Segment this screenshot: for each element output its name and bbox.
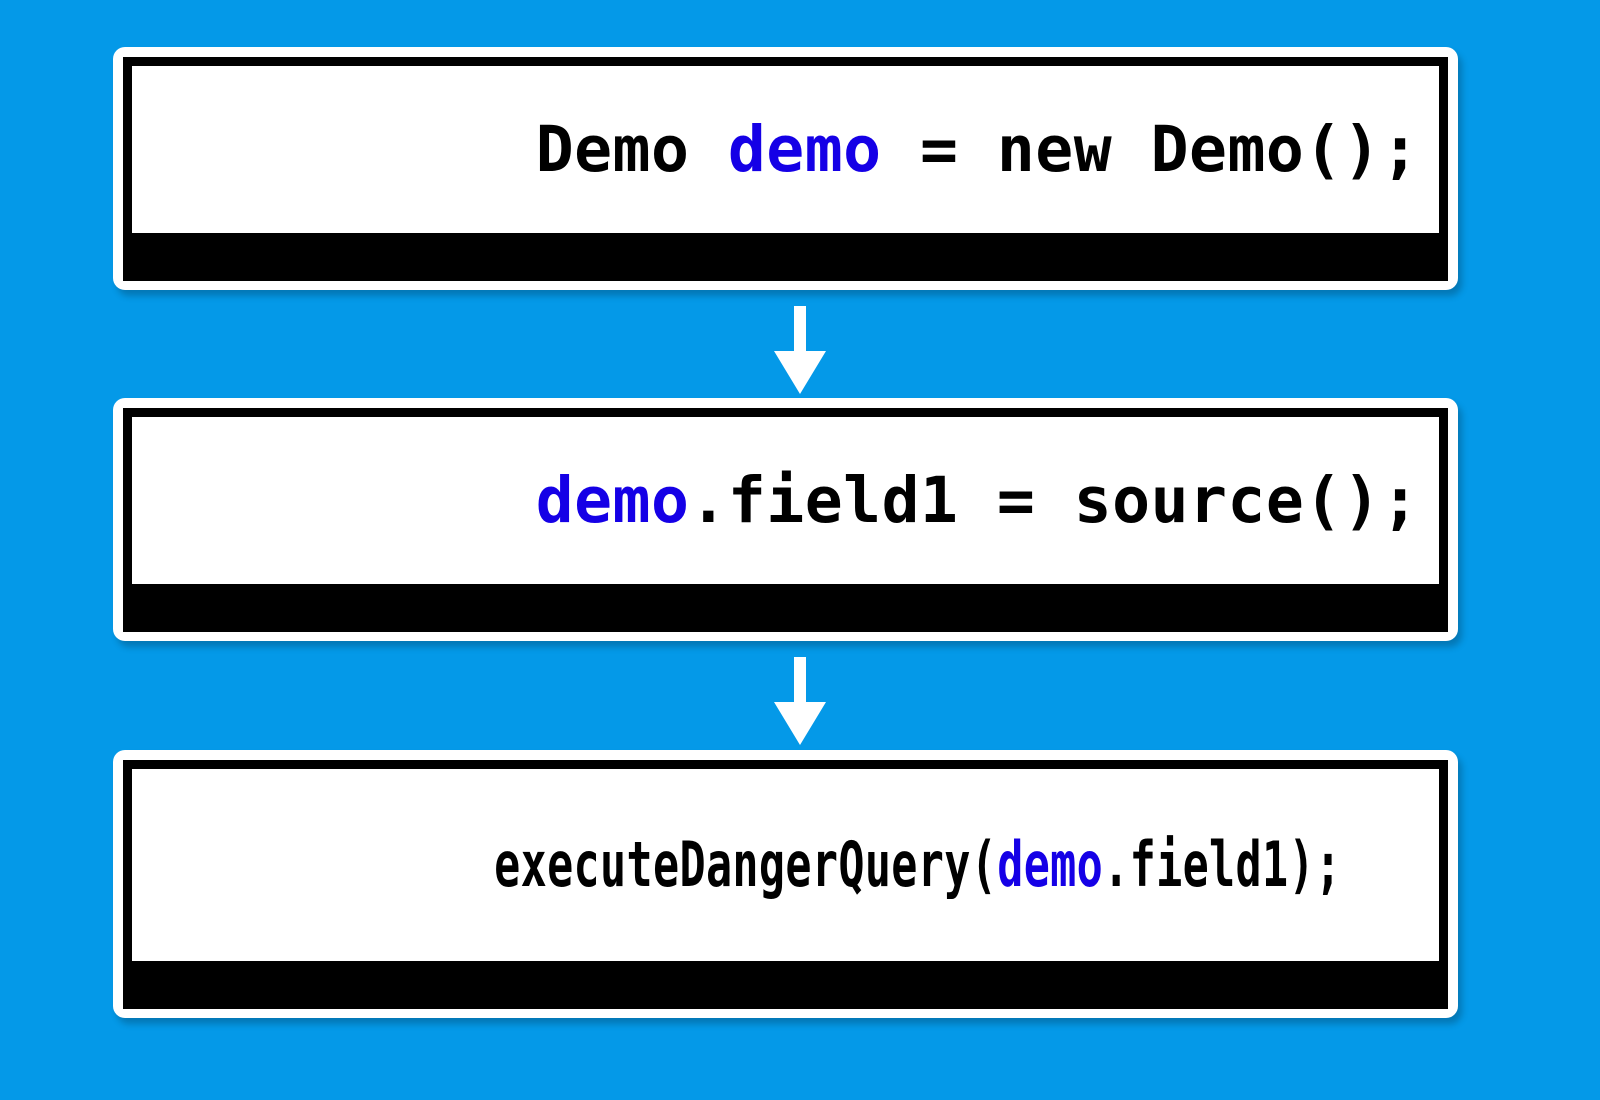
code-token-plain: .field1 = source(); [689,464,1420,537]
code-token-plain: Demo [535,113,728,186]
code-line-step-2: demo.field1 = source(); [151,417,1419,584]
code-box-bottom-bar [132,961,1439,1009]
code-token-highlight: demo [727,113,882,186]
code-box-bottom-bar [132,233,1439,281]
code-box-step-3[interactable]: executeDangerQuery(demo.field1); [113,750,1458,1018]
code-box-step-2[interactable]: demo.field1 = source(); [113,398,1458,641]
code-box-frame: Demo demo = new Demo(); [123,57,1448,281]
code-box-frame: demo.field1 = source(); [123,408,1448,632]
code-box-bottom-bar [132,584,1439,632]
code-token-plain: executeDangerQuery( [494,828,998,901]
code-box-frame: executeDangerQuery(demo.field1); [123,760,1448,1009]
down-arrow-icon-2 [769,657,831,745]
code-token-plain: .field1); [1103,828,1342,901]
code-box-step-1[interactable]: Demo demo = new Demo(); [113,47,1458,290]
code-line-step-3: executeDangerQuery(demo.field1); [229,772,1341,958]
code-token-plain: = new Demo(); [881,113,1420,186]
code-surface: executeDangerQuery(demo.field1); [132,769,1439,961]
code-surface: Demo demo = new Demo(); [132,66,1439,233]
down-arrow-icon-1 [769,306,831,394]
code-line-step-1: Demo demo = new Demo(); [151,66,1419,233]
code-surface: demo.field1 = source(); [132,417,1439,584]
code-token-highlight: demo [997,828,1104,901]
code-token-highlight: demo [535,464,690,537]
